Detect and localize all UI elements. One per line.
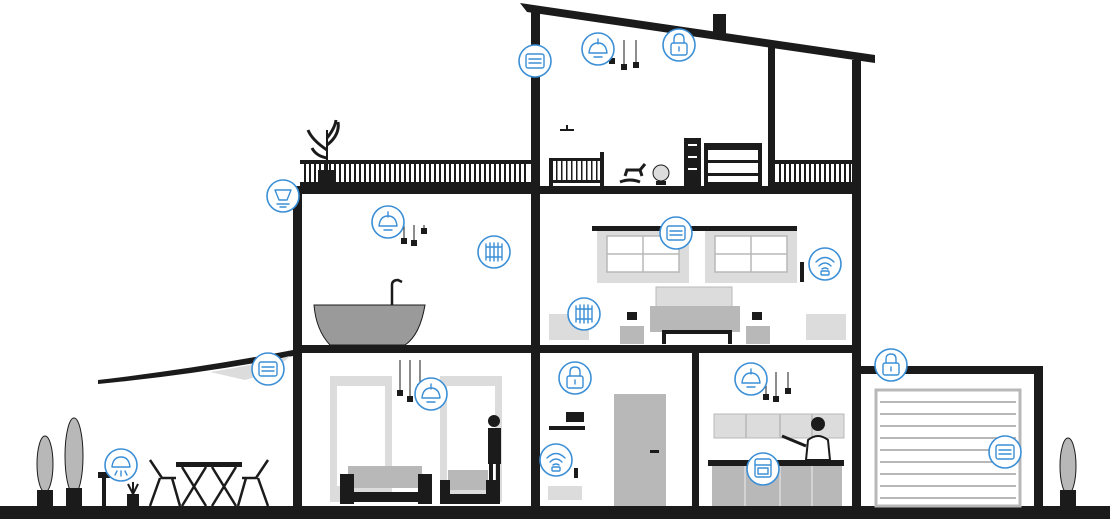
lock-icon-glyph (882, 353, 900, 376)
terrace-plant (306, 119, 340, 186)
wifi-icon[interactable] (808, 247, 842, 281)
radiator-icon-glyph (575, 304, 593, 324)
ceiling-light-icon-glyph (588, 38, 608, 58)
garden-items (36, 417, 1077, 507)
thermostat-icon[interactable] (518, 44, 552, 78)
appliance-icon[interactable] (746, 452, 780, 486)
ceiling-light-icon[interactable] (581, 32, 615, 66)
thermostat-icon[interactable] (988, 435, 1022, 469)
thermostat-icon-glyph (995, 444, 1015, 460)
radiator-icon[interactable] (567, 297, 601, 331)
outdoor-light-icon-glyph (111, 456, 131, 477)
wall-light-icon-glyph (274, 189, 292, 208)
lock-icon-glyph (566, 366, 584, 389)
thermostat-icon[interactable] (659, 216, 693, 250)
thermostat-icon-glyph (258, 361, 278, 377)
smart-device-icons (104, 28, 1022, 486)
lock-icon[interactable] (662, 28, 696, 62)
thermostat-icon-glyph (525, 53, 545, 69)
thermostat-icon-glyph (666, 225, 686, 241)
lock-icon[interactable] (874, 348, 908, 382)
ceiling-light-icon[interactable] (414, 377, 448, 411)
living-room-furniture (330, 376, 502, 504)
ceiling-light-icon[interactable] (371, 205, 405, 239)
nursery-furniture (549, 125, 762, 188)
terrace-railing-right (775, 160, 852, 186)
radiator-icon-glyph (485, 242, 503, 262)
appliance-icon-glyph (754, 458, 772, 478)
thermostat-icon[interactable] (251, 352, 285, 386)
bathroom-bathtub (313, 278, 426, 346)
wall-light-icon[interactable] (266, 179, 300, 213)
ground-line (0, 506, 1110, 519)
outdoor-light-icon[interactable] (104, 448, 138, 482)
ceiling-light-icon-glyph (378, 211, 398, 231)
hall-furniture (548, 394, 666, 506)
ceiling-light-icon[interactable] (734, 362, 768, 396)
ceiling-light-icon-glyph (421, 383, 441, 403)
lock-icon-glyph (670, 33, 688, 56)
wifi-icon-glyph (546, 452, 566, 472)
radiator-icon[interactable] (477, 235, 511, 269)
wifi-icon-glyph (815, 256, 835, 276)
wifi-icon[interactable] (539, 443, 573, 477)
house-structure (98, 3, 1043, 506)
lock-icon[interactable] (558, 361, 592, 395)
ceiling-light-icon-glyph (741, 368, 761, 388)
